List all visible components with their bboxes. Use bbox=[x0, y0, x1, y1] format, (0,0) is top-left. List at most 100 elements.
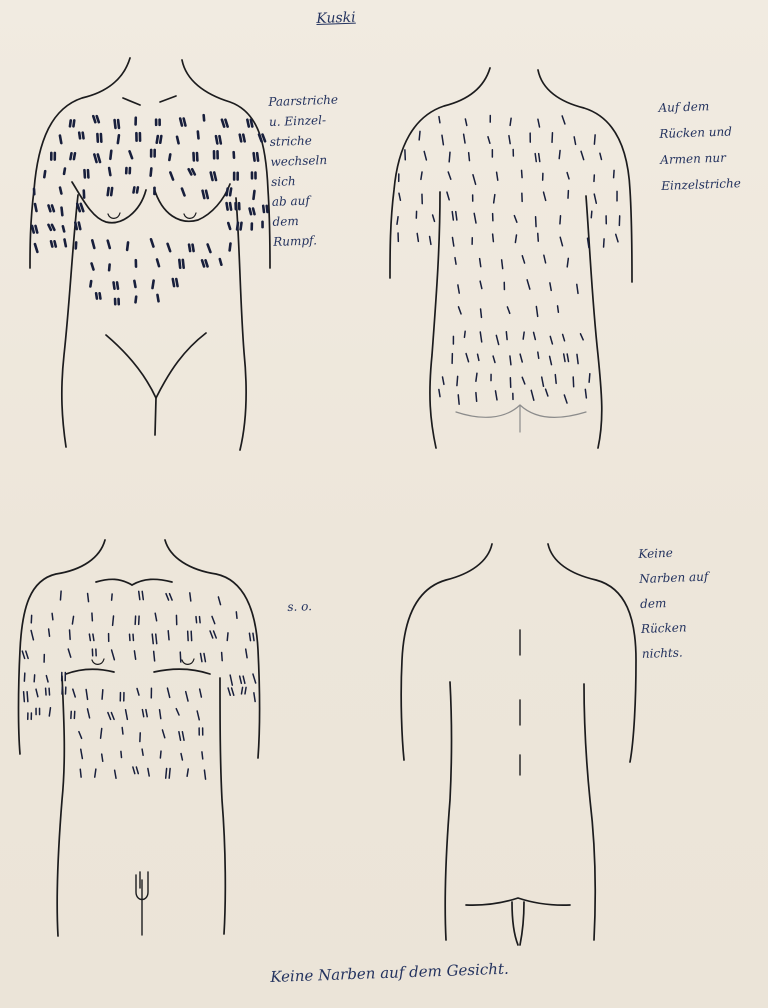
hair-stroke bbox=[455, 258, 456, 264]
annotation-line: Rumpf. bbox=[273, 229, 343, 251]
male-front-figure bbox=[19, 540, 260, 936]
hair-stroke bbox=[481, 309, 482, 317]
hair-stroke bbox=[523, 332, 524, 339]
annotation-male-back: Keine Narben auf dem Rücken nichts. bbox=[638, 540, 711, 667]
hair-stroke bbox=[562, 116, 565, 124]
hair-stroke bbox=[162, 730, 164, 738]
hair-stroke bbox=[220, 259, 222, 265]
hair-stroke bbox=[160, 136, 161, 143]
hair-stroke bbox=[176, 709, 179, 715]
hair-stroke bbox=[60, 136, 61, 143]
male-back-outline-left bbox=[401, 544, 492, 760]
hair-stroke bbox=[62, 208, 63, 216]
hair-stroke bbox=[433, 215, 435, 221]
hair-stroke bbox=[577, 354, 578, 363]
hair-stroke bbox=[253, 633, 254, 640]
hair-stroke bbox=[419, 131, 420, 140]
hair-stroke bbox=[589, 374, 590, 383]
female-front-groin bbox=[106, 333, 206, 398]
hair-stroke bbox=[79, 732, 82, 739]
hair-stroke bbox=[52, 225, 54, 230]
hair-stroke bbox=[146, 710, 147, 717]
hair-stroke bbox=[73, 689, 75, 697]
hair-stroke bbox=[458, 285, 459, 293]
hair-stroke bbox=[458, 395, 459, 404]
hair-stroke bbox=[236, 612, 237, 618]
female-back-inner-arm-right bbox=[586, 196, 602, 448]
hair-stroke bbox=[527, 280, 530, 289]
hair-stroke bbox=[55, 241, 56, 246]
hair-stroke bbox=[510, 356, 511, 365]
hair-stroke bbox=[457, 376, 458, 385]
female-back-buttocks bbox=[456, 405, 586, 417]
hair-stroke bbox=[133, 767, 135, 774]
hair-stroke bbox=[222, 120, 224, 127]
hair-stroke bbox=[473, 175, 476, 185]
hair-stroke bbox=[227, 633, 228, 641]
hair-stroke bbox=[179, 732, 181, 741]
hair-stroke bbox=[184, 119, 186, 126]
hair-stroke bbox=[86, 690, 87, 700]
hair-stroke bbox=[480, 332, 481, 342]
female-front-breast-right bbox=[154, 184, 230, 221]
hair-stroke bbox=[567, 173, 569, 179]
hair-stroke bbox=[497, 172, 498, 180]
hair-stroke bbox=[230, 244, 231, 251]
hair-stroke bbox=[89, 634, 90, 640]
female-front-crotch bbox=[155, 398, 156, 435]
female-front-collar-left bbox=[123, 98, 140, 105]
hair-stroke bbox=[182, 732, 184, 741]
hair-stroke bbox=[36, 226, 38, 233]
hair-stroke bbox=[108, 188, 109, 195]
hair-stroke bbox=[115, 770, 116, 778]
hair-stroke bbox=[585, 389, 586, 398]
hair-stroke bbox=[199, 617, 200, 623]
male-front-collar-left bbox=[96, 579, 132, 585]
hair-stroke bbox=[488, 137, 490, 144]
annotation-line: striche bbox=[269, 130, 339, 152]
hair-stroke bbox=[507, 307, 509, 313]
hair-stroke bbox=[112, 650, 115, 660]
hair-stroke bbox=[253, 191, 254, 199]
hair-stroke bbox=[243, 676, 245, 683]
hair-stroke bbox=[112, 594, 113, 600]
hair-stroke bbox=[452, 237, 453, 246]
hair-stroke bbox=[111, 713, 114, 720]
hair-stroke bbox=[251, 120, 252, 127]
hair-stroke bbox=[51, 241, 52, 246]
male-front-outline-left bbox=[19, 540, 106, 754]
hair-stroke bbox=[577, 284, 578, 293]
hair-stroke bbox=[538, 352, 539, 358]
female-front-inner-arm-right bbox=[236, 198, 246, 450]
hair-stroke bbox=[254, 153, 255, 160]
hair-stroke bbox=[230, 675, 232, 685]
hair-stroke bbox=[443, 377, 444, 384]
male-front-chest-left bbox=[66, 669, 114, 674]
hair-stroke bbox=[110, 151, 111, 159]
hair-stroke bbox=[88, 709, 90, 718]
hair-stroke bbox=[83, 133, 84, 139]
hair-stroke bbox=[35, 244, 37, 252]
hair-stroke bbox=[206, 260, 208, 266]
hair-stroke bbox=[200, 689, 202, 697]
hair-stroke bbox=[476, 373, 477, 381]
hair-stroke bbox=[79, 133, 80, 139]
hair-stroke bbox=[70, 153, 71, 159]
hair-stroke bbox=[134, 281, 135, 287]
hair-stroke bbox=[74, 153, 75, 159]
annotation-line: Armen nur bbox=[660, 144, 741, 173]
hair-stroke bbox=[102, 690, 103, 699]
hair-stroke bbox=[225, 120, 227, 127]
hair-stroke bbox=[115, 120, 116, 128]
hair-stroke bbox=[564, 395, 567, 403]
male-front-nipple-right bbox=[182, 659, 194, 664]
hair-stroke bbox=[202, 260, 204, 266]
hair-stroke bbox=[522, 377, 525, 384]
hair-stroke bbox=[399, 193, 400, 200]
hair-stroke bbox=[117, 282, 118, 288]
hair-stroke bbox=[263, 206, 264, 212]
hair-stroke bbox=[202, 752, 203, 759]
hair-stroke bbox=[535, 154, 536, 162]
hair-stroke bbox=[522, 256, 524, 263]
